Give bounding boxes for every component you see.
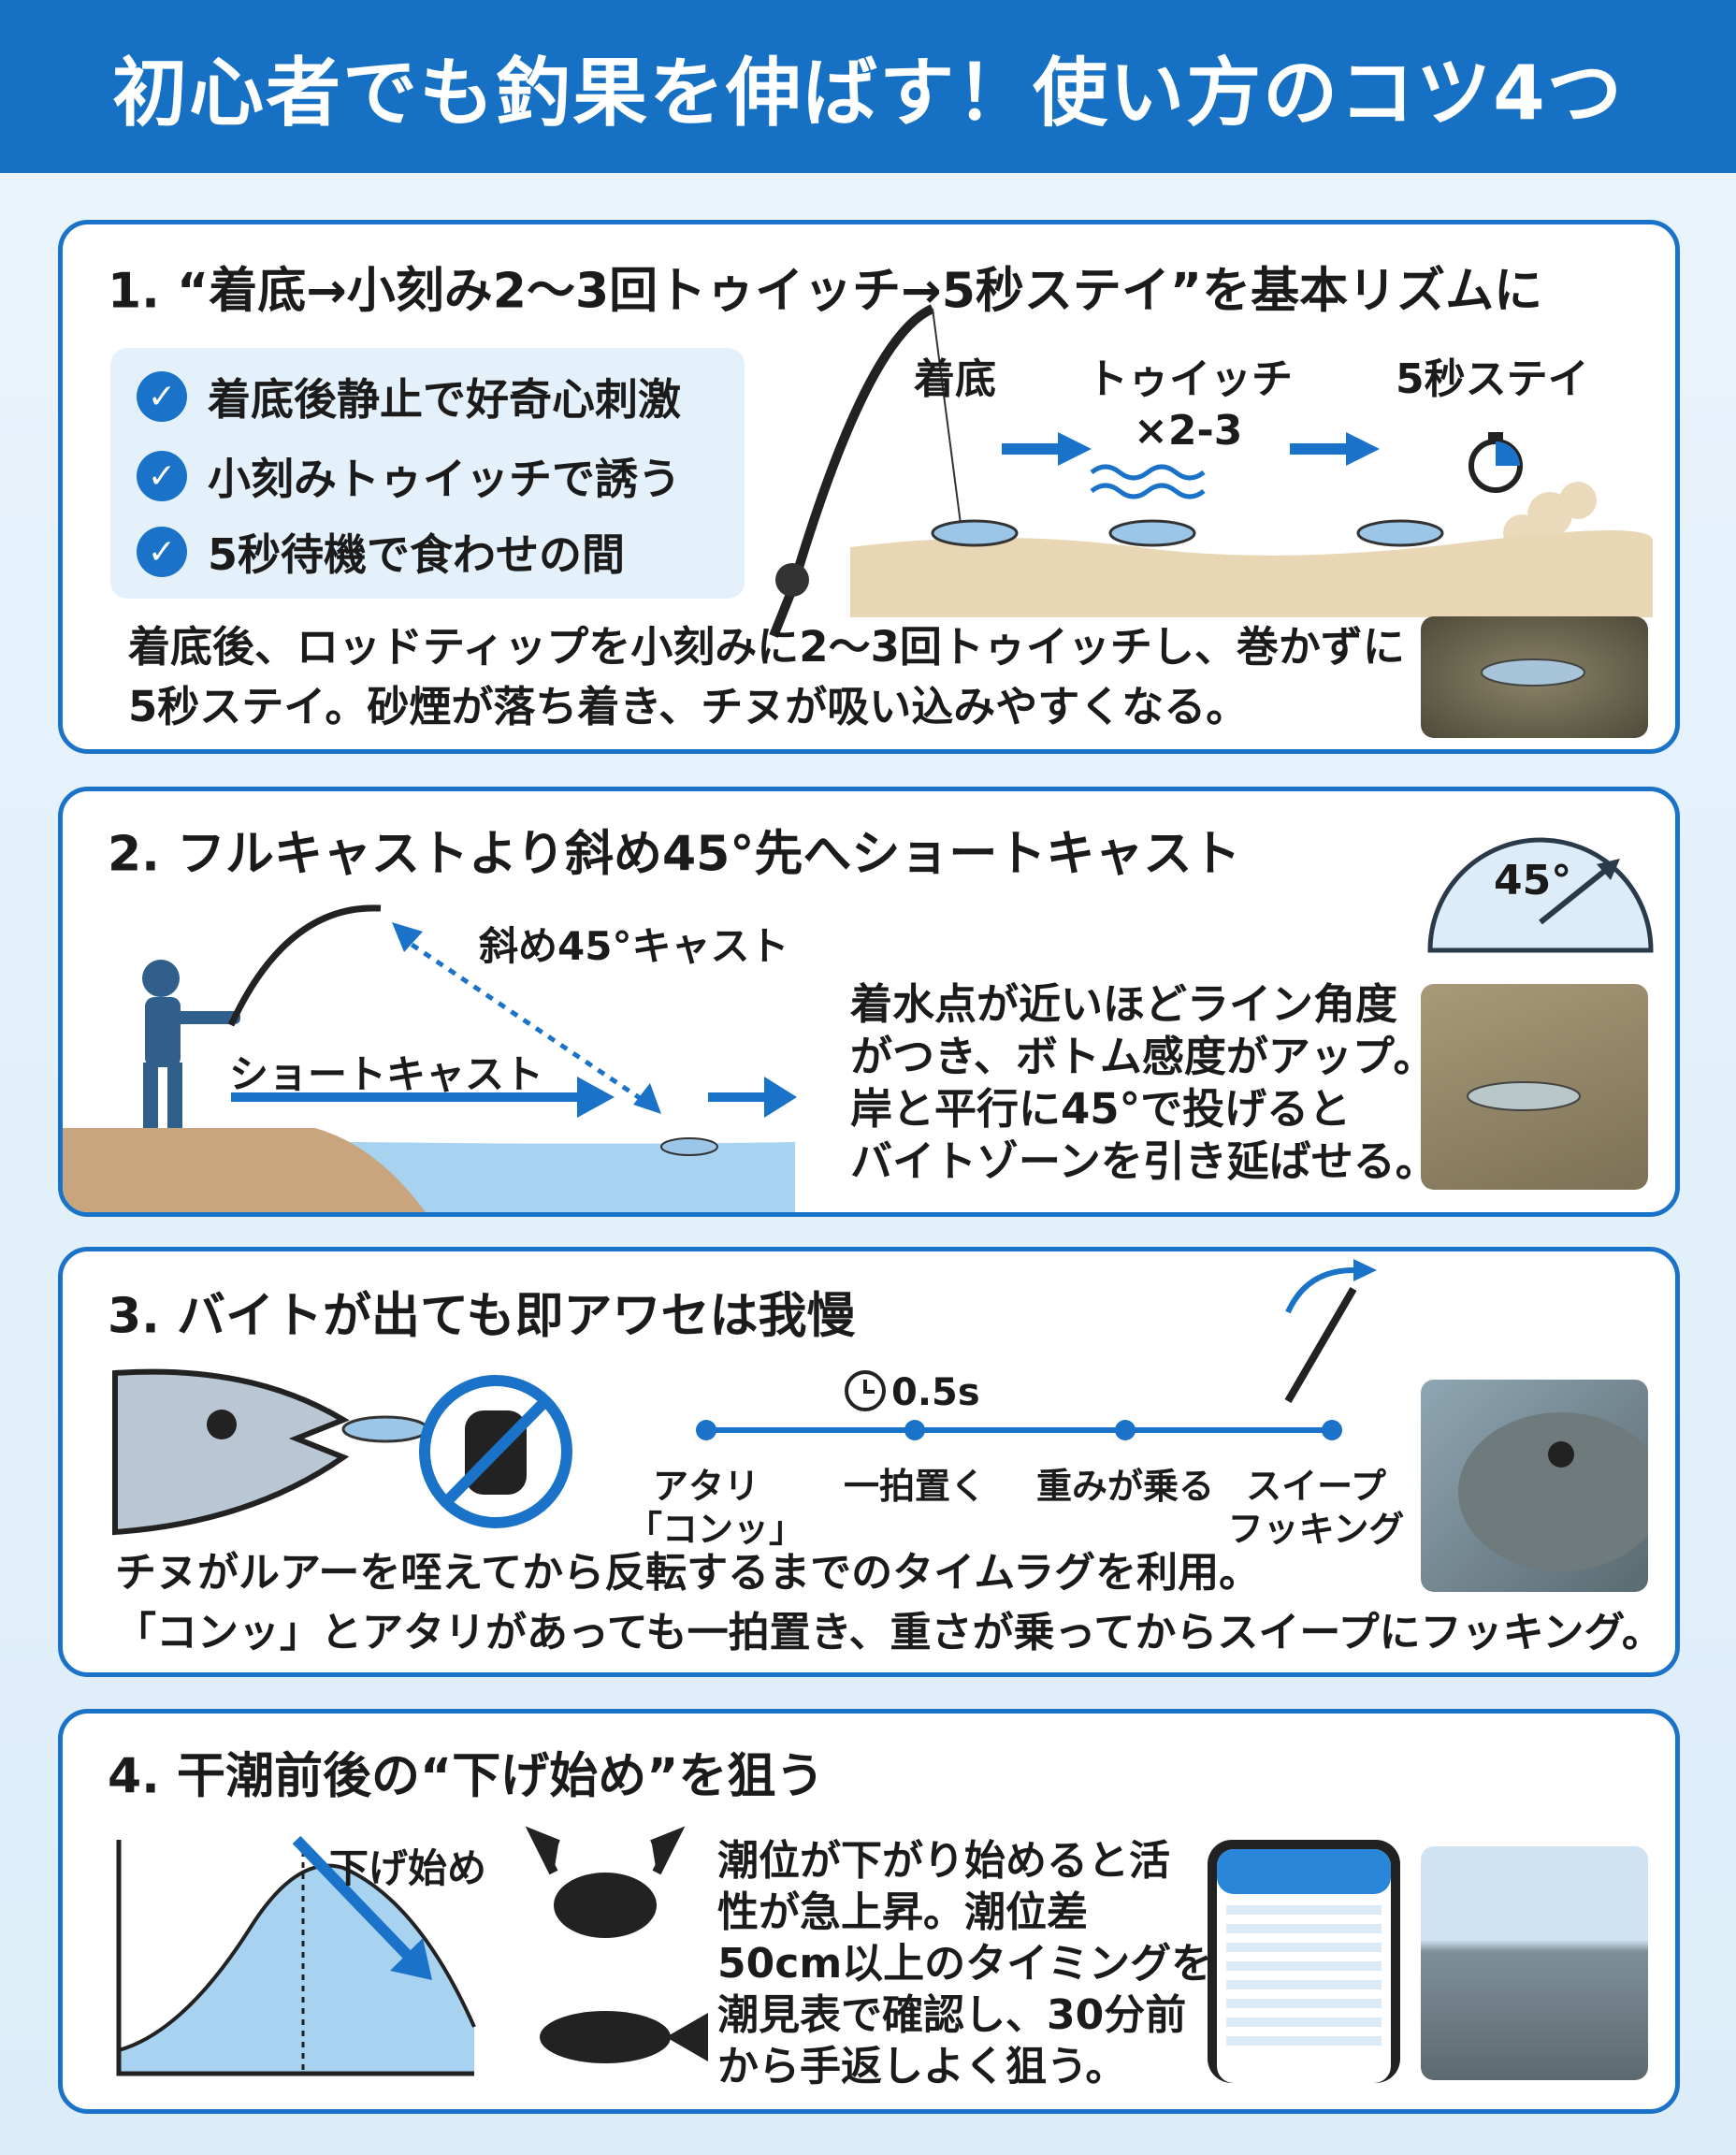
lure-icon — [660, 1137, 718, 1156]
ebb-start-label: 下げ始め — [329, 1845, 487, 1891]
checklist: ✓着底後静止で好奇心刺激 ✓小刻みトゥイッチで誘う ✓5秒待機で食わせの間 — [110, 348, 745, 599]
check-icon: ✓ — [137, 371, 187, 422]
rhythm-diagram — [769, 304, 1653, 638]
fish-head-icon — [112, 1368, 350, 1536]
step-label: 5秒ステイ — [1396, 355, 1589, 403]
timeline-step: スイープフッキング — [1227, 1466, 1405, 1550]
crab-icon — [525, 1826, 686, 1938]
check-icon: ✓ — [137, 451, 187, 501]
tide-chart — [116, 1826, 1400, 2083]
phone-icon — [1208, 1840, 1400, 2083]
page-header: 初心者でも釣果を伸ばす！使い方のコツ4つ — [0, 0, 1736, 173]
arrow-icon — [1002, 432, 1380, 466]
timeline-step: アタリ「コンッ」 — [627, 1466, 805, 1550]
lure-on-bottom-photo — [1421, 616, 1648, 738]
tip-body: 着水点が近いほどライン角度がつき、ボトム感度がアップ。岸と平行に45°で投げると… — [850, 979, 1438, 1186]
tip-card-1: 1. “着底→小刻み2〜3回トゥイッチ→5秒ステイ”を基本リズムに ✓着底後静止… — [58, 220, 1680, 754]
tip-card-2: 2. フルキャストより斜め45°先へショートキャスト 45° 斜め45°キャスト… — [58, 787, 1680, 1217]
arrow-icon — [392, 922, 423, 952]
step-label: トゥイッチ — [1087, 355, 1293, 403]
lure-icon — [341, 1415, 429, 1443]
wave-icon — [1090, 464, 1206, 499]
shore — [63, 1128, 426, 1212]
step-count: ×2-3 — [1134, 407, 1243, 455]
cast-diagram — [63, 837, 1654, 1212]
timeline-step: 一拍置く — [843, 1466, 986, 1507]
sand-cloud — [1503, 482, 1597, 552]
timeline-step: 重みが乗る — [1035, 1466, 1214, 1507]
tip-card-3: 3. バイトが出ても即アワセは我慢 0.5s アタリ「コンッ」 一拍置く 重みが… — [58, 1247, 1680, 1677]
hook-timing-diagram — [112, 1259, 1377, 1536]
arrow-icon — [764, 1077, 797, 1118]
tip-title: 1. “着底→小刻み2〜3回トゥイッチ→5秒ステイ”を基本リズムに — [108, 263, 1543, 320]
tip-card-4: 4. 干潮前後の“下げ始め”を狙う 下げ始め 潮位が下がり始めると活性が急上昇。… — [58, 1709, 1680, 2114]
rod-icon — [227, 904, 382, 1027]
angler-icon — [142, 960, 240, 1128]
clock-icon — [845, 1370, 886, 1411]
check-icon: ✓ — [137, 527, 187, 577]
tip-title: 2. フルキャストより斜め45°先へショートキャスト — [108, 826, 1241, 883]
short-cast-label: ショートキャスト — [229, 1051, 544, 1097]
arrow-icon — [390, 1938, 432, 1980]
rod-icon — [769, 304, 935, 638]
lure-icon — [1108, 519, 1196, 547]
diagonal-cast-label: 斜め45°キャスト — [479, 923, 789, 969]
timer-label: 0.5s — [891, 1371, 980, 1414]
shallow-water-lure-photo — [1421, 984, 1648, 1190]
no-hand-icon — [419, 1375, 572, 1528]
lure-icon — [931, 519, 1019, 547]
tip-title: 3. バイトが出ても即アワセは我慢 — [108, 1288, 856, 1345]
stopwatch-icon — [1468, 432, 1523, 493]
low-tide-beach-photo — [1421, 1846, 1648, 2080]
checklist-item: ✓5秒待機で食わせの間 — [137, 521, 625, 583]
tip-title: 4. 干潮前後の“下げ始め”を狙う — [108, 1748, 825, 1805]
checklist-item: ✓着底後静止で好奇心刺激 — [137, 366, 681, 427]
goby-fish-icon — [540, 2011, 708, 2063]
checklist-item: ✓小刻みトゥイッチで誘う — [137, 445, 681, 507]
arrow-icon — [577, 1077, 615, 1118]
caught-chinu-photo — [1421, 1380, 1648, 1592]
angle-label: 45° — [1494, 857, 1572, 904]
angle-gauge-icon — [1427, 837, 1654, 953]
lure-icon — [1356, 519, 1444, 547]
tip-body: チヌがルアーを咥えてから反転するまでのタイムラグを利用。「コンッ」とアタリがあっ… — [115, 1549, 1663, 1656]
rod-icon — [1284, 1286, 1357, 1404]
page-title: 初心者でも釣果を伸ばす！使い方のコツ4つ — [112, 49, 1624, 137]
step-label: 着底 — [914, 355, 996, 403]
